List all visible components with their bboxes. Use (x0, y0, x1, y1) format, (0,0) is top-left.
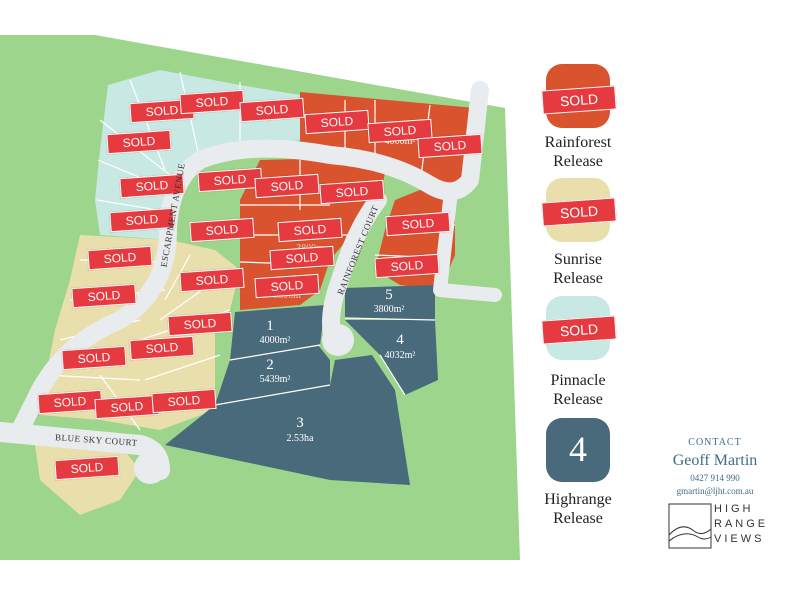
legend-pinnacle-line1: Pinnacle (550, 372, 606, 389)
lot-1-shape (230, 305, 325, 360)
logo-line1: HIGH (714, 503, 754, 515)
lot-2-number: 2 (266, 357, 274, 373)
legend-pinnacle-label: Pinnacle Release (518, 371, 638, 409)
lot-5-number: 5 (385, 287, 393, 303)
logo-line2: RANGE (714, 518, 769, 530)
legend-rainforest-sold: SOLD (541, 85, 617, 115)
legend-rainforest-line1: Rainforest (544, 134, 612, 151)
legend-pinnacle-sold: SOLD (541, 315, 617, 345)
rainforest-court-turning-circle (322, 324, 354, 356)
contact-email[interactable]: gmartin@ljht.com.au (676, 486, 754, 496)
lot-2-size: 5439m² (259, 374, 291, 385)
mountain-logo-icon (668, 503, 712, 549)
lot-4-size: 4032m² (384, 350, 416, 361)
logo-line3: VIEWS (714, 533, 765, 545)
lot-1-number: 1 (266, 318, 274, 334)
escarpment-avenue-road (11, 81, 489, 439)
legend-sunrise-line1: Sunrise (554, 251, 602, 268)
legend-highrange-swatch (546, 418, 610, 482)
faded-lot-size: 4000m² (384, 136, 416, 147)
lot-5-size: 3800m² (373, 304, 405, 315)
contact-name: Geoff Martin (672, 452, 758, 469)
legend-sunrise-line2: Release (553, 270, 603, 287)
lot-5-shape (345, 285, 435, 320)
bluesky-court-turning-circle (134, 452, 166, 484)
contact-phone[interactable]: 0427 914 990 (690, 473, 740, 483)
lot-4-number: 4 (396, 332, 404, 348)
legend-sunrise-label: Sunrise Release (518, 250, 638, 288)
high-range-views-logo: HIGH RANGE VIEWS (668, 503, 778, 549)
lot-3-number: 3 (296, 415, 304, 431)
legend-rainforest-line2: Release (553, 153, 603, 170)
lot-3-shape (165, 355, 410, 485)
lot-3-size: 2.53ha (286, 433, 314, 444)
legend-highrange-line1: Highrange (544, 491, 612, 508)
legend-rainforest-label: Rainforest Release (518, 133, 638, 171)
legend-sunrise-sold: SOLD (541, 197, 617, 227)
legend-highrange-line2: Release (553, 510, 603, 527)
legend-highrange-number: 4 (569, 429, 587, 469)
legend-pinnacle-line2: Release (553, 391, 603, 408)
contact-heading: CONTACT (688, 437, 742, 448)
lot-1-size: 4000m² (259, 335, 291, 346)
legend-highrange-label: Highrange Release (518, 490, 638, 528)
lot-4-shape (345, 320, 438, 395)
